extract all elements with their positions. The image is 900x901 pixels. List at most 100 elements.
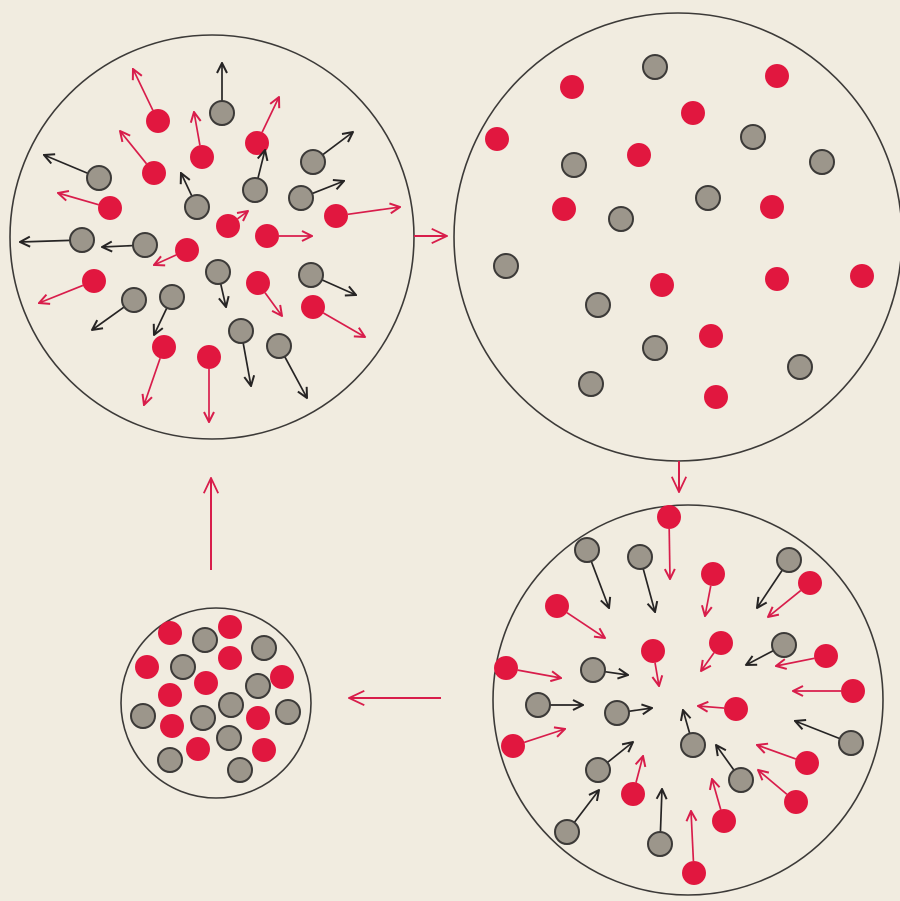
dispersed-red-particle xyxy=(650,273,674,297)
contracting-state-circle xyxy=(493,505,883,895)
contracting-red-particle xyxy=(798,571,822,595)
compressed-red-particle xyxy=(218,615,242,639)
expanding-grey-particle xyxy=(70,228,94,252)
contracting-grey-particle xyxy=(526,693,550,717)
expanding-motion-arrow xyxy=(265,293,282,316)
dispersed-grey-particle xyxy=(741,125,765,149)
contracting-red-particle xyxy=(784,790,808,814)
contracting-motion-arrow xyxy=(518,670,561,678)
expanding-motion-arrow xyxy=(92,307,124,330)
contracting-grey-particle xyxy=(575,538,599,562)
expanding-grey-particle xyxy=(299,263,323,287)
compressed-red-particle xyxy=(270,665,294,689)
contracting-motion-arrow xyxy=(629,708,652,711)
expanding-grey-particle xyxy=(122,288,146,312)
compressed-red-particle xyxy=(135,655,159,679)
expanding-grey-particle xyxy=(133,233,157,257)
contracting-motion-arrow xyxy=(605,672,628,675)
dispersed-red-particle xyxy=(765,267,789,291)
dispersed-red-particle xyxy=(699,324,723,348)
contracting-motion-arrow xyxy=(757,745,796,759)
compressed-grey-particle xyxy=(217,726,241,750)
contracting-red-particle xyxy=(814,644,838,668)
contracting-red-particle xyxy=(682,861,706,885)
expanding-red-particle xyxy=(197,345,221,369)
contracting-grey-particle xyxy=(729,768,753,792)
contracting-motion-arrow xyxy=(683,710,690,733)
compressed-red-particle xyxy=(186,737,210,761)
contracting-red-particle xyxy=(657,505,681,529)
contracting-motion-arrow xyxy=(567,613,605,638)
contracting-grey-particle xyxy=(555,820,579,844)
expanding-motion-arrow xyxy=(285,357,307,398)
expanding-motion-arrow xyxy=(238,211,248,219)
compressed-grey-particle xyxy=(246,674,270,698)
expanding-red-particle xyxy=(246,271,270,295)
compressed-red-particle xyxy=(218,646,242,670)
expanding-motion-arrow xyxy=(58,193,98,205)
expanding-red-particle xyxy=(146,109,170,133)
particles-layer xyxy=(20,55,874,885)
expanding-red-particle xyxy=(190,145,214,169)
contracting-motion-arrow xyxy=(701,653,714,671)
dispersed-red-particle xyxy=(704,385,728,409)
expanding-motion-arrow xyxy=(154,308,167,335)
contracting-red-particle xyxy=(712,809,736,833)
expanding-red-particle xyxy=(175,238,199,262)
dispersed-grey-particle xyxy=(810,150,834,174)
contracting-motion-arrow xyxy=(655,663,659,686)
expanding-motion-arrow xyxy=(181,173,192,196)
contracting-grey-particle xyxy=(839,731,863,755)
expanding-grey-particle xyxy=(87,166,111,190)
contracting-red-particle xyxy=(701,562,725,586)
expanding-motion-arrow xyxy=(44,155,88,173)
dispersed-grey-particle xyxy=(586,293,610,317)
dispersed-grey-particle xyxy=(643,336,667,360)
expanding-motion-arrow xyxy=(20,240,70,242)
contracting-motion-arrow xyxy=(698,706,724,708)
contracting-red-particle xyxy=(795,751,819,775)
dispersed-red-particle xyxy=(627,143,651,167)
expanding-motion-arrow xyxy=(243,343,251,386)
contracting-motion-arrow xyxy=(776,658,814,666)
expanding-red-particle xyxy=(324,204,348,228)
expanding-motion-arrow xyxy=(120,131,146,164)
compressed-grey-particle xyxy=(171,655,195,679)
compressed-grey-particle xyxy=(219,693,243,717)
dispersed-grey-particle xyxy=(643,55,667,79)
contracting-red-particle xyxy=(709,631,733,655)
expanding-red-particle xyxy=(152,335,176,359)
dispersed-red-particle xyxy=(485,127,509,151)
contracting-motion-arrow xyxy=(758,770,787,794)
compressed-grey-particle xyxy=(252,636,276,660)
contracting-motion-arrow xyxy=(660,789,662,832)
contracting-red-particle xyxy=(724,697,748,721)
dispersed-grey-particle xyxy=(494,254,518,278)
compressed-red-particle xyxy=(160,714,184,738)
expanding-motion-arrow xyxy=(312,181,344,194)
contracting-motion-arrow xyxy=(691,811,693,861)
expanding-motion-arrow xyxy=(322,280,356,295)
contracting-grey-particle xyxy=(605,701,629,725)
dispersed-red-particle xyxy=(552,197,576,221)
expanding-motion-arrow xyxy=(323,132,353,155)
contracting-motion-arrow xyxy=(757,570,782,608)
expanding-motion-arrow xyxy=(154,255,176,265)
contracting-motion-arrow xyxy=(712,779,721,809)
compressed-red-particle xyxy=(158,683,182,707)
compressed-grey-particle xyxy=(131,704,155,728)
expanding-motion-arrow xyxy=(144,358,160,405)
expanding-motion-arrow xyxy=(133,69,153,110)
contracting-grey-particle xyxy=(628,545,652,569)
expanding-red-particle xyxy=(98,196,122,220)
contracting-red-particle xyxy=(501,734,525,758)
contracting-motion-arrow xyxy=(705,586,711,616)
compressed-grey-particle xyxy=(158,748,182,772)
compressed-red-particle xyxy=(158,621,182,645)
contracting-motion-arrow xyxy=(607,742,633,763)
contracting-motion-arrow xyxy=(524,729,565,742)
dispersed-grey-particle xyxy=(579,372,603,396)
expanding-grey-particle xyxy=(160,285,184,309)
contracting-grey-particle xyxy=(586,758,610,782)
